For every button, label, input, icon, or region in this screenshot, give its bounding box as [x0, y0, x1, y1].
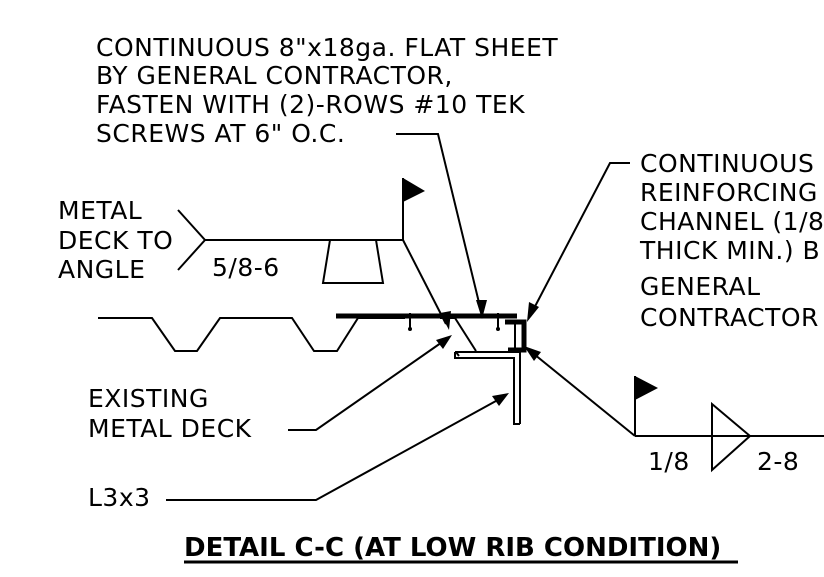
reinforcing-channel — [505, 319, 527, 353]
existing-deck-line2: METAL DECK — [88, 414, 252, 443]
flat-sheet-note-line2: BY GENERAL CONTRACTOR, — [96, 61, 453, 90]
flat-sheet-note: CONTINUOUS 8"x18ga. FLAT SHEET BY GENERA… — [96, 33, 558, 319]
angle-l3x3 — [454, 351, 521, 425]
detail-title: DETAIL C-C (AT LOW RIB CONDITION) — [184, 533, 738, 564]
channel-weld-symbol — [711, 401, 752, 473]
tek-screw-1-head — [408, 327, 412, 331]
field-weld-flag — [403, 178, 425, 202]
angle-leader — [166, 395, 506, 501]
flat-sheet-leader-arrowhead — [476, 300, 487, 319]
deck-weld-arrow-leader — [402, 239, 447, 325]
flat-sheet-note-line4: SCREWS AT 6" O.C. — [96, 119, 345, 148]
flat-sheet-note-line1: CONTINUOUS 8"x18ga. FLAT SHEET — [96, 33, 558, 62]
existing-deck-arrowhead — [436, 335, 452, 349]
channel-note-line1: CONTINUOUS — [640, 149, 814, 178]
flat-sheet-leader — [396, 133, 483, 316]
angle-note: L3x3 — [88, 393, 509, 512]
deck-to-angle-line2: DECK TO — [58, 226, 173, 255]
flat-sheet-note-line3: FASTEN WITH (2)-ROWS #10 TEK — [96, 90, 525, 119]
channel-note-line3: CHANNEL (1/8 — [640, 207, 824, 236]
detail-title-text: DETAIL C-C (AT LOW RIB CONDITION) — [184, 533, 721, 563]
weld-tail — [177, 209, 207, 271]
channel-leader — [529, 162, 630, 317]
channel-weld-size: 1/8 — [648, 447, 690, 476]
channel-note-line5: GENERAL — [640, 272, 761, 301]
angle-label: L3x3 — [88, 483, 151, 512]
deck-to-angle-line3: ANGLE — [58, 255, 145, 284]
deck-to-angle-line1: METAL — [58, 196, 142, 225]
deck-profile — [98, 317, 405, 352]
angle-leader-arrowhead — [492, 393, 509, 406]
channel-weld-arrowhead — [524, 346, 541, 361]
channel-weld-length: 2-8 — [757, 447, 799, 476]
existing-metal-deck — [98, 317, 477, 352]
channel-weld-arrow-leader — [528, 349, 636, 437]
flat-sheet — [336, 313, 517, 331]
angle-outer — [455, 351, 521, 424]
deck-to-angle-note: METAL DECK TO ANGLE 5/8-6 — [58, 178, 451, 330]
channel-field-weld-flag — [635, 376, 658, 400]
angle-inner — [454, 352, 520, 425]
weld-fillet-symbol — [321, 239, 385, 284]
existing-deck-leader — [288, 337, 449, 431]
channel-weld: 1/8 2-8 — [524, 346, 824, 476]
channel-leader-arrowhead — [527, 302, 539, 322]
existing-deck-line1: EXISTING — [88, 384, 209, 413]
deck-weld-size: 5/8-6 — [212, 253, 280, 282]
tek-screw-2-head — [496, 327, 500, 331]
existing-deck-note: EXISTING METAL DECK — [88, 335, 452, 443]
channel-note-line4: THICK MIN.) B — [639, 236, 820, 265]
reinforcing-channel-note: CONTINUOUS REINFORCING CHANNEL (1/8 THIC… — [527, 149, 824, 332]
channel-note-line2: REINFORCING — [640, 178, 818, 207]
channel-note-line6: CONTRACTOR — [640, 303, 819, 332]
